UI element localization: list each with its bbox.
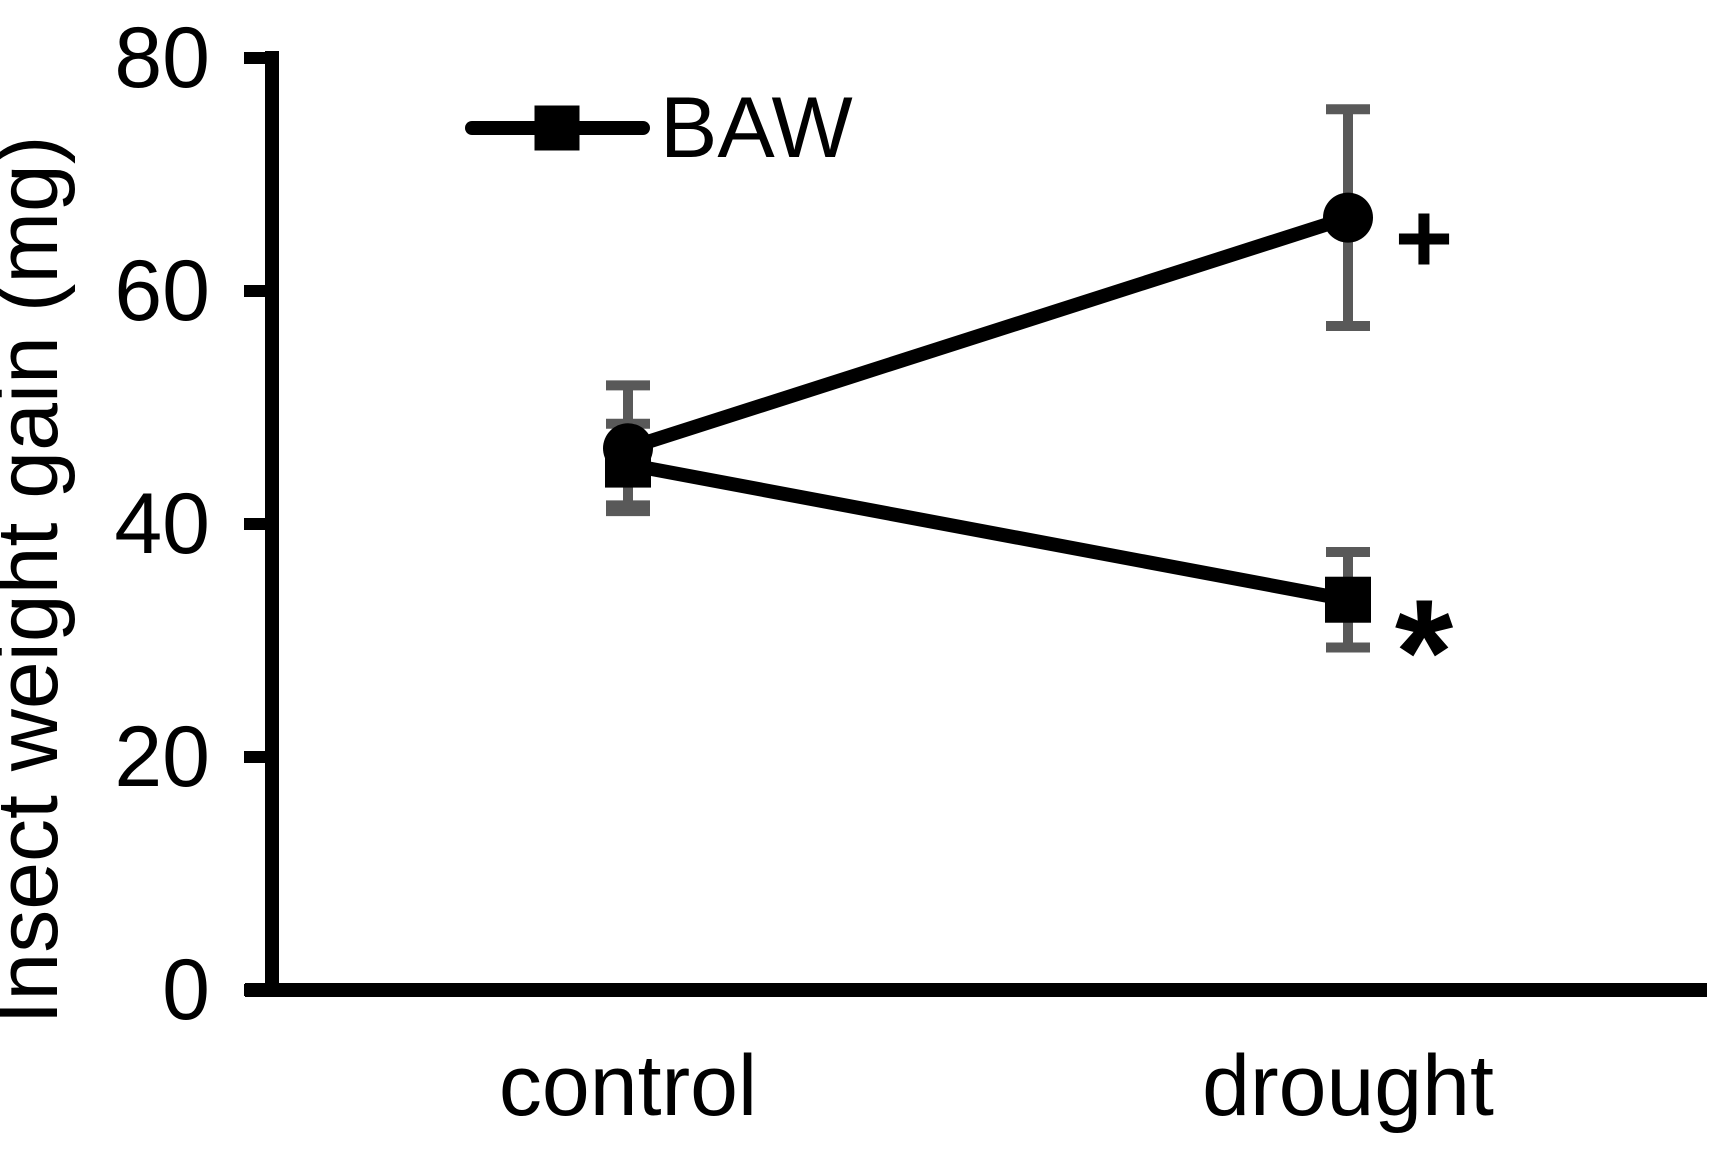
series-line	[626, 457, 1350, 607]
y-tick-label: 80	[114, 10, 210, 106]
legend: BAW	[465, 80, 853, 176]
data-point-circle	[1323, 192, 1373, 243]
legend-square-marker	[534, 105, 580, 151]
y-tick-label: 40	[114, 476, 210, 572]
legend-label: BAW	[660, 80, 853, 176]
series-line	[625, 210, 1351, 455]
data-point-square	[605, 441, 651, 488]
x-category-label: drought	[1202, 1038, 1494, 1134]
significance-annotation: *	[1395, 568, 1454, 736]
error-bars-layer	[606, 104, 1370, 653]
y-ticks-layer: 0 20 40 60 80	[114, 10, 272, 1038]
x-category-labels-layer: control drought	[499, 1038, 1494, 1134]
data-point-square	[1325, 576, 1371, 623]
y-tick-label: 60	[114, 243, 210, 339]
y-tick-label: 20	[114, 709, 210, 805]
annotations-layer: +*	[1395, 183, 1454, 736]
significance-annotation: +	[1395, 183, 1453, 295]
y-axis-title: Insect weight gain (mg)	[0, 135, 76, 1024]
x-category-label: control	[499, 1038, 757, 1134]
y-tick-label: 0	[162, 942, 210, 1038]
series-layer	[603, 192, 1373, 623]
